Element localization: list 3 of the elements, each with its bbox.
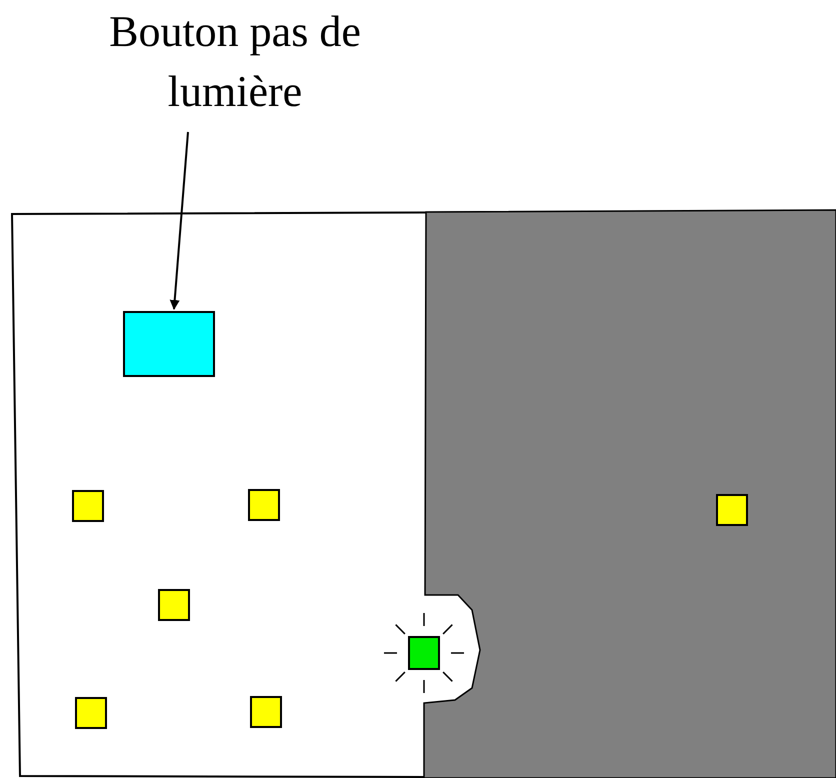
arrow <box>170 132 189 310</box>
callout-text: Bouton pas de lumière <box>60 2 410 122</box>
button-box <box>123 311 215 377</box>
